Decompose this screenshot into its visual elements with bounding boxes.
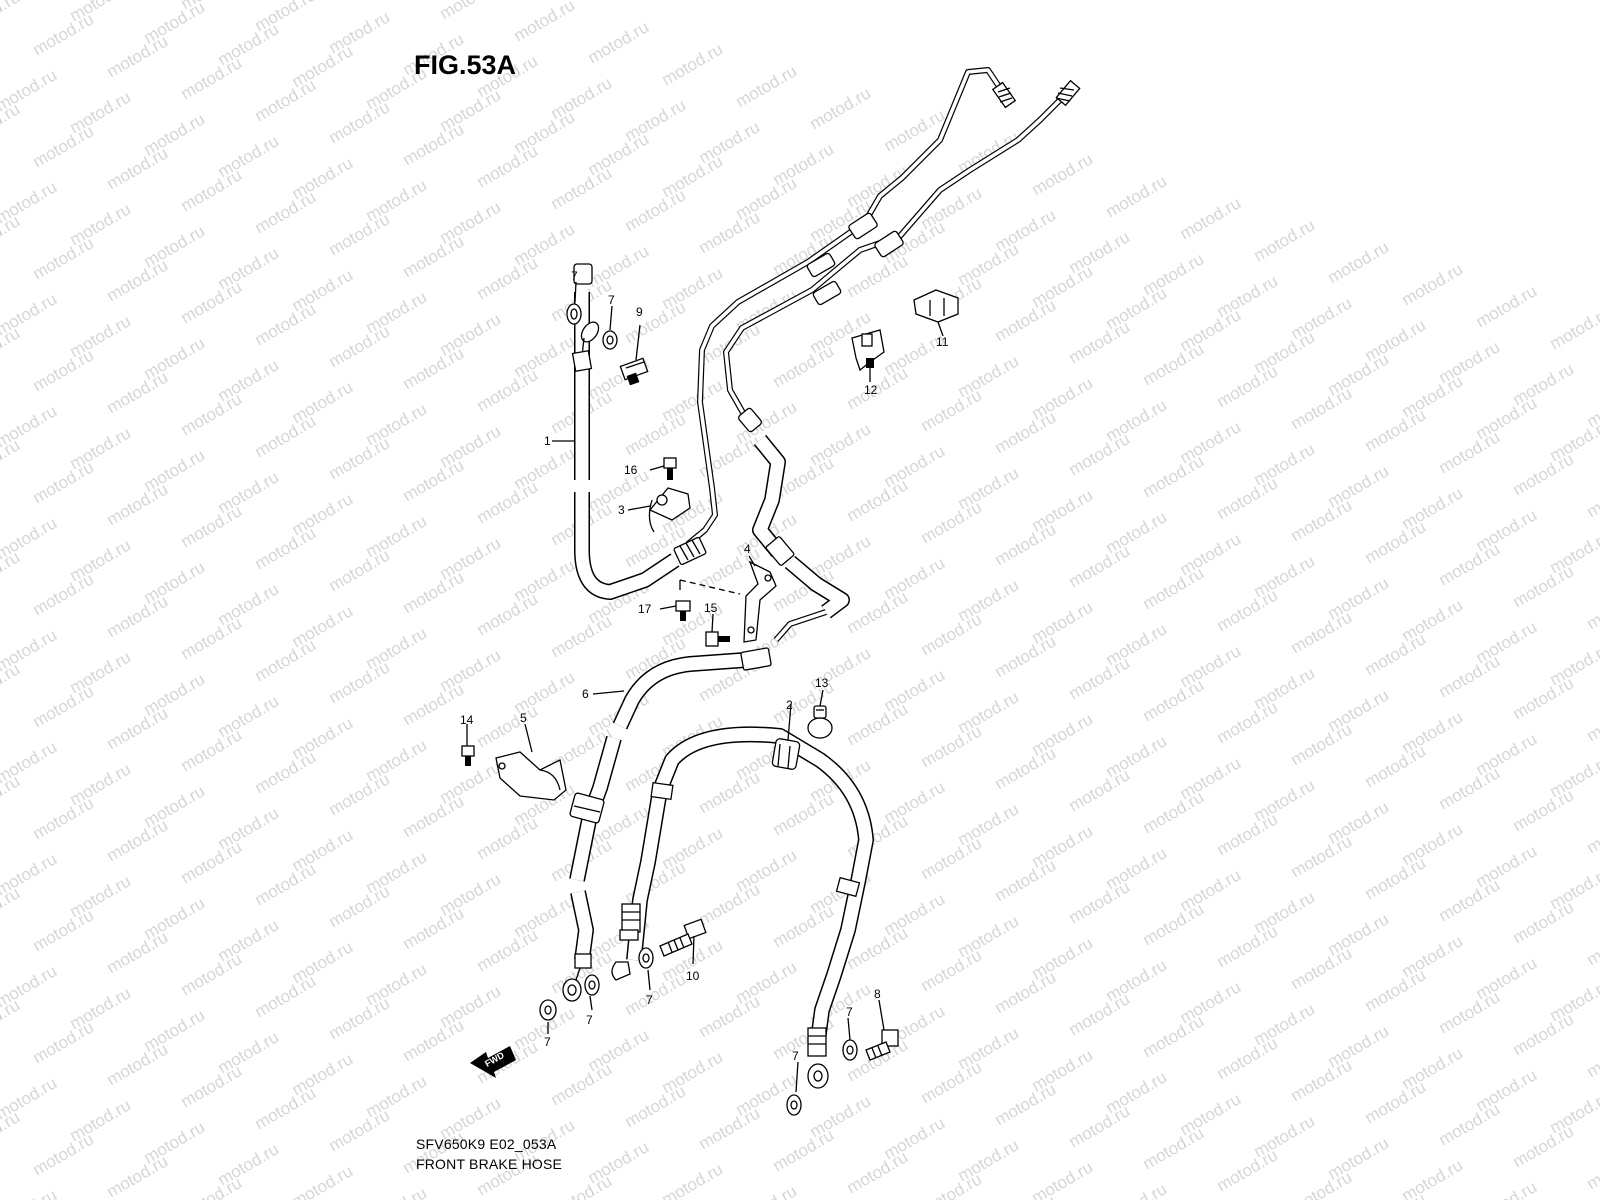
callout-9: 9 [636, 305, 643, 319]
callout-1: 1 [544, 434, 551, 448]
callout-7: 7 [646, 993, 653, 1007]
hose-bracket [495, 751, 567, 801]
brake-hose-1 [571, 263, 707, 600]
brake-hose-6 [562, 647, 772, 1002]
callout-14: 14 [460, 713, 474, 727]
union-bolt [659, 918, 707, 957]
callout-6: 6 [582, 687, 589, 701]
union-bolt [865, 1029, 899, 1061]
pipe-end-fitting [1055, 79, 1081, 107]
upper-brake-pipes [686, 67, 1081, 547]
hose-fitting [673, 536, 707, 566]
callout-7: 7 [544, 1035, 551, 1049]
pipe-clip [851, 329, 885, 372]
callout-labels: 1 2 3 4 5 6 7 7 7 7 7 7 7 8 9 10 11 12 1… [460, 269, 949, 1063]
callout-7: 7 [571, 269, 578, 283]
callout-17: 17 [638, 602, 652, 616]
pipe-hose-joint [738, 407, 850, 642]
diagram-name: FRONT BRAKE HOSE [416, 1156, 563, 1172]
washers [539, 303, 858, 1116]
callout-7: 7 [586, 1013, 593, 1027]
callout-7: 7 [846, 1005, 853, 1019]
brake-hose-2 [611, 726, 874, 1089]
callout-10: 10 [686, 969, 700, 983]
callout-11: 11 [936, 335, 949, 349]
bolt [705, 631, 730, 647]
callout-5: 5 [520, 711, 527, 725]
diagram-code: SFV650K9 E02_053A [416, 1136, 557, 1152]
callout-3: 3 [618, 503, 625, 517]
callout-7: 7 [608, 293, 615, 307]
bolt [461, 745, 475, 766]
callout-16: 16 [624, 463, 638, 477]
bolt [663, 457, 677, 480]
hose-bracket [743, 560, 777, 643]
leader-lines [466, 281, 944, 1093]
callout-12: 12 [864, 383, 878, 397]
forward-arrow-icon: FWD [470, 1046, 516, 1078]
callout-13: 13 [815, 676, 829, 690]
bolt [675, 600, 691, 621]
callout-4: 4 [744, 542, 751, 556]
pipe-end-fitting [991, 81, 1017, 109]
hose-clamp [807, 705, 833, 739]
callout-15: 15 [704, 601, 718, 615]
callout-7: 7 [792, 1049, 799, 1063]
callout-2: 2 [786, 698, 793, 712]
callout-8: 8 [874, 987, 881, 1001]
figure-title: FIG.53A [414, 50, 517, 80]
union-bolt [619, 357, 649, 386]
pipe-clamp [913, 289, 959, 323]
hose-clamp [648, 487, 691, 533]
